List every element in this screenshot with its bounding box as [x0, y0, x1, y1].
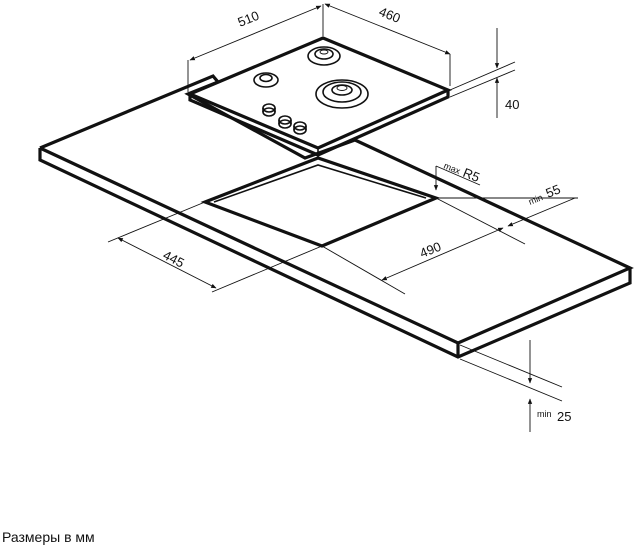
units-caption: Размеры в мм: [2, 529, 95, 545]
dim-label-490: 490: [418, 239, 444, 261]
dim-prefix-max: max: [442, 161, 462, 177]
dimension-corner-radius: max R5: [433, 161, 482, 191]
knob-2: [278, 115, 292, 129]
control-knobs: [262, 103, 307, 135]
burner-left: [253, 72, 279, 88]
dim-label-445: 445: [161, 247, 187, 270]
burner-large-front: [315, 79, 369, 109]
knob-3: [293, 121, 307, 135]
cutout-inner-edge: [213, 164, 427, 203]
worktop-front-face: [38, 148, 632, 359]
dim-label-55: 55: [544, 181, 563, 200]
dim-label-r5: R5: [461, 165, 482, 185]
dimension-edge-distance: min 55: [436, 181, 578, 227]
dim-prefix-min-edge: min: [527, 192, 544, 207]
dimension-hob-height: 40: [449, 28, 519, 118]
worktop-top-edge: [39, 74, 634, 345]
dim-label-40: 40: [505, 97, 519, 112]
dim-prefix-min-thickness: min: [537, 409, 552, 419]
cutout-outline: [200, 156, 441, 248]
worktop: [38, 74, 634, 359]
gas-hob: [185, 36, 453, 157]
dimension-worktop-thickness: min 25: [459, 340, 571, 432]
dim-label-460: 460: [377, 4, 403, 26]
knob-1: [262, 103, 276, 117]
dimension-cutout-width: 490: [321, 197, 526, 295]
dim-label-510: 510: [236, 8, 262, 30]
hob-top-surface: [185, 36, 453, 150]
burner-rear: [307, 46, 341, 66]
worktop-cutout: [200, 156, 441, 248]
dim-label-25: 25: [557, 409, 571, 424]
